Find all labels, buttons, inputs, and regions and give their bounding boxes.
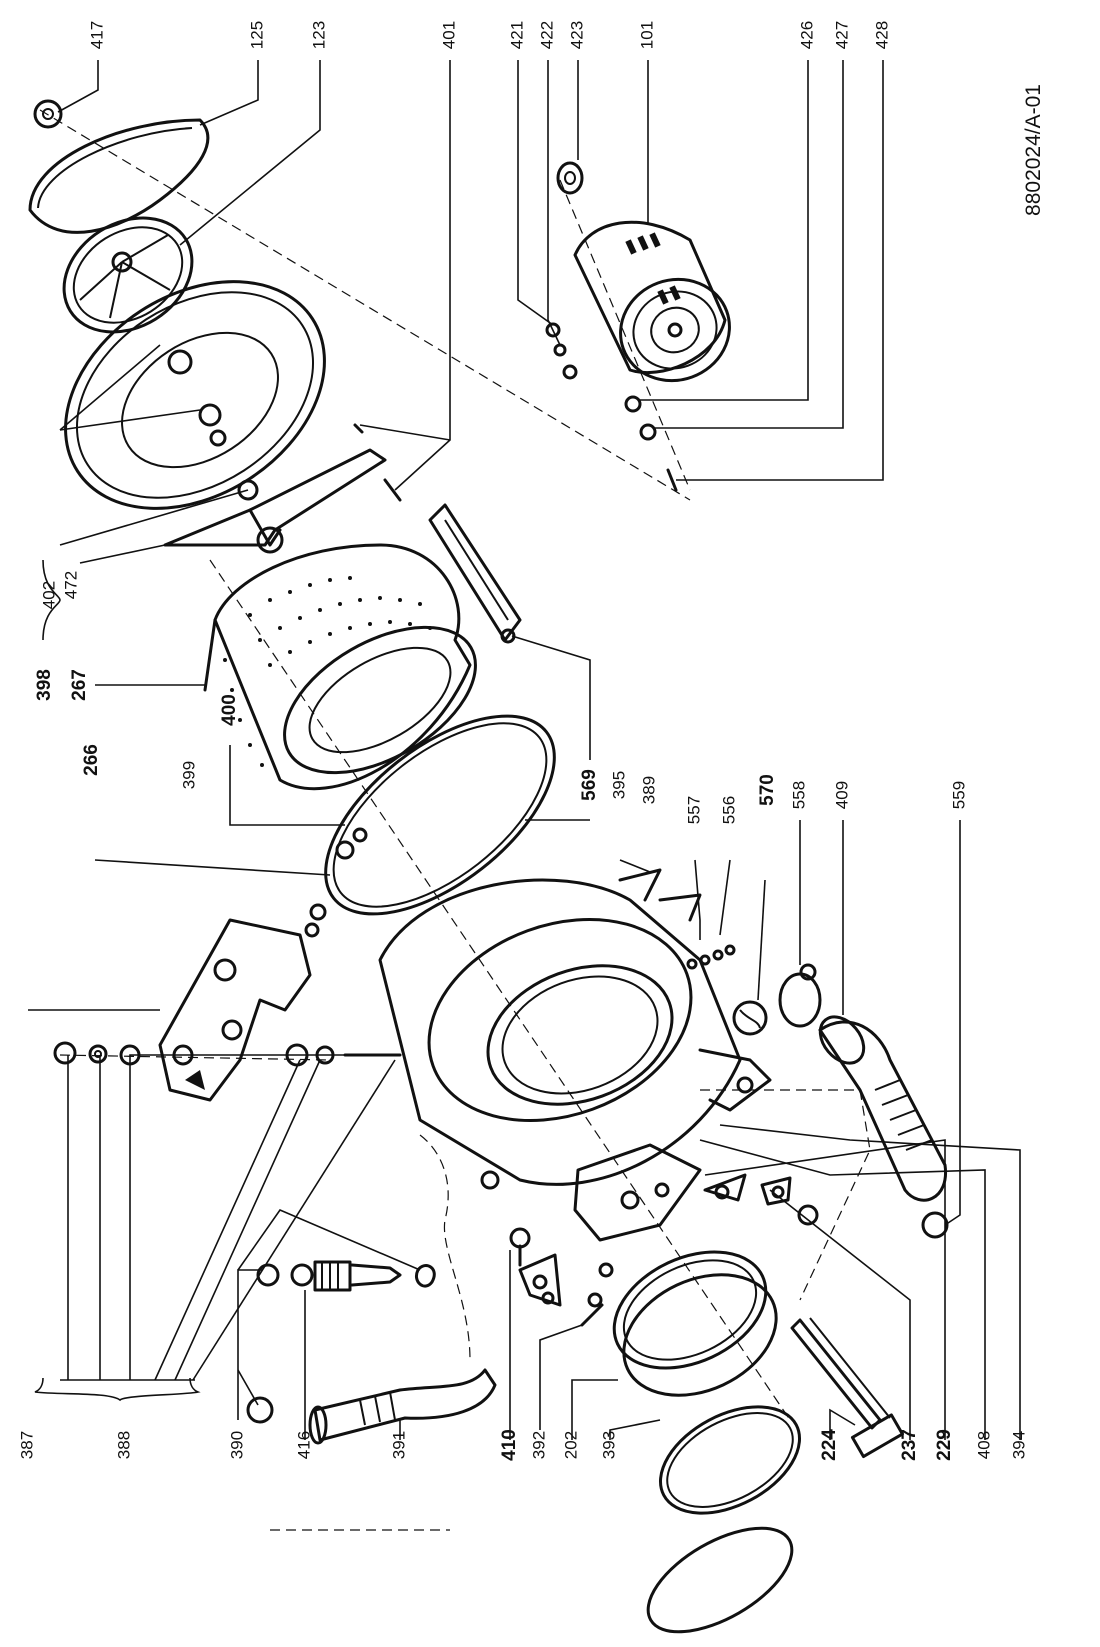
outer-tub-part [378,868,772,1190]
assembly-axis-lines [39,109,791,1531]
callout-391: 391 [389,1431,408,1459]
callout-224: 224 [819,1429,840,1461]
pulley-part [62,216,194,334]
float-ball-part [732,1000,768,1036]
callout-428: 428 [872,21,891,49]
door-gasket-part [612,1250,778,1397]
callout-409: 409 [832,781,851,809]
motor-pulley-part [556,161,584,195]
callout-394: 394 [1009,1431,1028,1459]
callout-557: 557 [684,796,703,824]
shock-absorber-part [509,1227,562,1307]
callout-387: 387 [17,1431,36,1459]
hose-clamp-part [246,1263,436,1424]
callout-400: 400 [219,694,240,726]
callout-422: 422 [537,21,556,49]
callout-472: 472 [61,571,80,599]
heater-plate-part [573,1143,702,1242]
callout-388: 388 [114,1431,133,1459]
callout-417: 417 [87,21,106,49]
callout-401: 401 [439,21,458,49]
rear-tub-cover-part [64,280,326,510]
callout-392: 392 [529,1431,548,1459]
callout-393: 393 [599,1431,618,1459]
bellows-part [290,1260,402,1292]
callout-423: 423 [567,21,586,49]
callout-408: 408 [974,1431,993,1459]
hose-clip-part [921,1211,949,1239]
callout-402: 402 [39,581,58,609]
bolt-part [580,1262,614,1327]
callout-123: 123 [309,21,328,49]
gasket-ring-part [658,1405,802,1515]
callout-399: 399 [179,761,198,789]
leader-lines [28,60,1021,1440]
heater-element-part [790,1317,904,1459]
callout-125: 125 [247,21,266,49]
spring-parts [686,944,736,970]
drain-hose-part [308,1368,497,1445]
callout-410: 410 [499,1429,520,1461]
motor-part [573,220,731,383]
gasket-clamp-part [646,1526,794,1634]
callout-426: 426 [797,21,816,49]
callout-558: 558 [789,781,808,809]
drum-seal-part [324,714,556,916]
callout-570: 570 [757,774,778,806]
callout-267: 267 [69,669,90,701]
callout-416: 416 [294,1431,313,1459]
drive-belt-part [28,118,210,234]
callout-427: 427 [832,21,851,49]
sensor-part [703,1173,819,1226]
callout-395: 395 [609,771,628,799]
drum-part [203,543,477,791]
callout-237: 237 [899,1429,920,1461]
callout-101: 101 [637,21,656,49]
counterweight-part [158,918,312,1102]
callout-390: 390 [227,1431,246,1459]
motor-fasteners-part [545,322,678,492]
callout-229: 229 [934,1429,955,1461]
callout-266: 266 [81,744,102,776]
document-code: 8802024/A-01 [1022,84,1045,216]
callout-569: 569 [579,769,600,801]
callout-398: 398 [34,669,55,701]
callout-421: 421 [507,21,526,49]
drum-spider-part [163,423,402,554]
drum-bearing-part [304,827,368,938]
callout-202: 202 [561,1431,580,1459]
counterweight-fasteners-part [53,1041,402,1067]
callout-559: 559 [949,781,968,809]
callout-389: 389 [639,776,658,804]
hose-collar-part [778,963,822,1028]
callout-556: 556 [719,796,738,824]
nut-part [33,99,63,129]
